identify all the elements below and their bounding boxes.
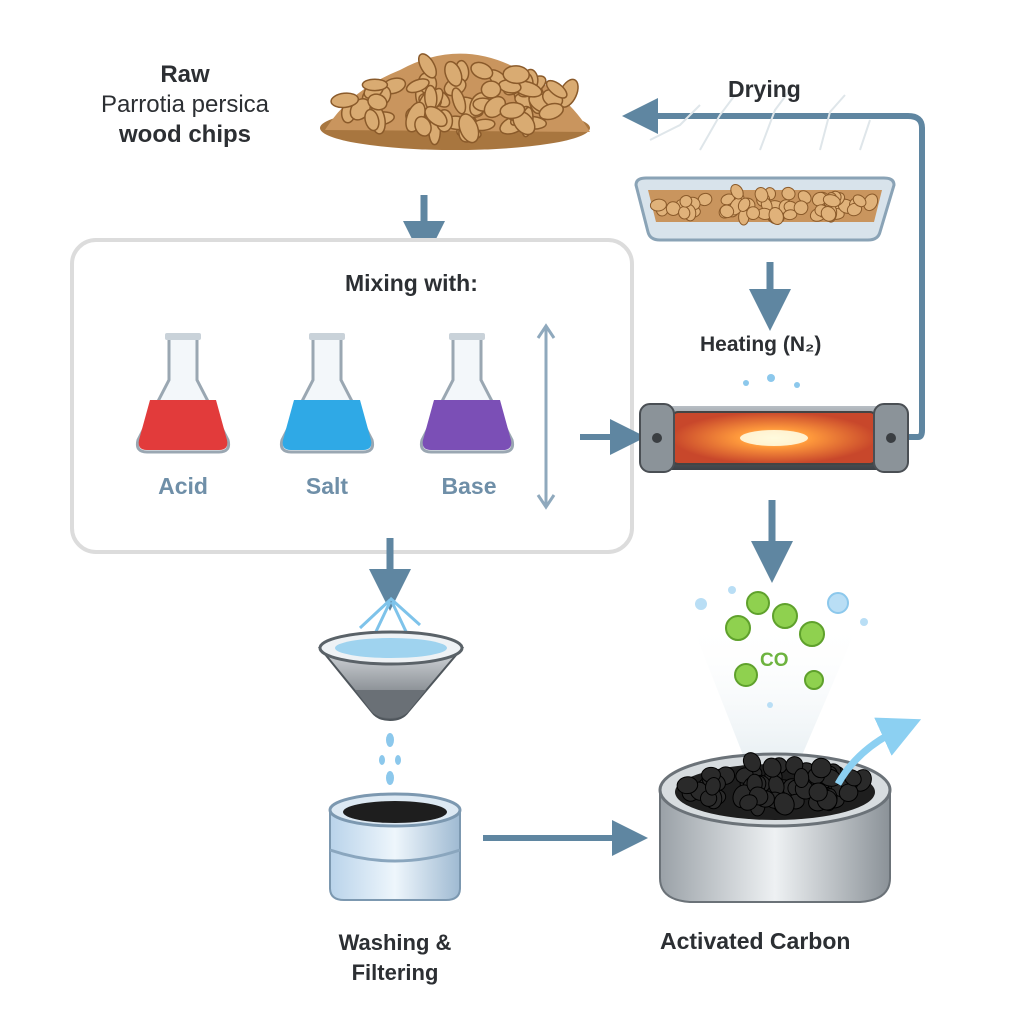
base-flask [419, 333, 515, 454]
carbon-particle [793, 768, 810, 788]
base-label: Base [441, 473, 497, 499]
chips-particle [424, 105, 448, 128]
gas-bubbles [695, 586, 868, 708]
washing-line-1: Washing & [338, 930, 452, 955]
chips-particle [444, 60, 463, 87]
raw-line-1: Raw [160, 61, 210, 88]
traychips-particle [768, 207, 784, 225]
activated-carbon-dish [658, 752, 892, 903]
co-gas-label: CO [760, 650, 789, 671]
chips-particle [458, 113, 480, 144]
mixing-label: Mixing with: [345, 270, 478, 296]
double-arrow [536, 323, 556, 510]
traychips-particle [793, 200, 809, 216]
raw-material-label: Raw Parrotia persica wood chips [80, 60, 290, 150]
raw-line-3: wood chips [119, 121, 251, 148]
chips-particle [417, 53, 438, 79]
traychips-particle [820, 206, 837, 222]
chips-particle [480, 80, 502, 99]
traychips-particle [679, 195, 693, 208]
wood-chips-pile [320, 53, 590, 150]
carbon-particle [739, 794, 758, 811]
traychips-particle [746, 206, 760, 220]
carbon-particle [808, 782, 828, 802]
drying-label: Drying [728, 76, 801, 102]
activated-carbon-label: Activated Carbon [660, 928, 851, 954]
washing-bucket [328, 792, 462, 901]
chips-particle [538, 102, 564, 121]
traychips-particle [781, 186, 796, 201]
tube-furnace [639, 374, 909, 473]
carbon-particle [838, 783, 859, 802]
salt-flask [279, 333, 375, 454]
traychips-particle [719, 204, 735, 219]
chips-particle [330, 92, 360, 109]
chips-particle [414, 115, 432, 137]
gas-fumes [690, 620, 860, 760]
carbon-particle [762, 757, 782, 778]
gas-out-arrow [834, 717, 922, 786]
carbon-particle [676, 776, 699, 795]
chips-particle [451, 87, 467, 115]
chips-particle [470, 61, 494, 80]
filter-funnel [317, 596, 465, 722]
carbon-particle [810, 757, 832, 779]
washing-label: Washing & Filtering [325, 928, 465, 988]
acid-flask [135, 333, 231, 454]
chips-particle [405, 78, 430, 94]
acid-label: Acid [158, 473, 208, 499]
chips-particle [499, 101, 526, 120]
traychips-particle [822, 194, 841, 208]
raw-line-2: Parrotia persica [100, 91, 270, 118]
traychips-particle [754, 187, 769, 203]
chips-particle [364, 108, 380, 132]
drying-tray [634, 89, 896, 242]
carbon-particle [705, 777, 721, 796]
traychips-particle [737, 197, 751, 212]
traychips-particle [730, 183, 744, 200]
traychips-particle [811, 191, 827, 207]
water-drops [379, 733, 401, 785]
carbon-particle [742, 752, 762, 773]
traychips-particle [649, 198, 667, 212]
chips-particle [502, 65, 530, 85]
carbon-particle [773, 792, 795, 816]
washing-line-2: Filtering [351, 960, 439, 985]
salt-label: Salt [305, 473, 349, 499]
mixing-box [70, 238, 634, 554]
heating-label: Heating (N₂) [700, 333, 822, 356]
chips-particle [367, 93, 388, 111]
chips-particle [361, 78, 389, 92]
arrow-heating-to-drying [622, 98, 925, 440]
chips-particle [545, 79, 568, 99]
traychips-particle [852, 194, 867, 208]
